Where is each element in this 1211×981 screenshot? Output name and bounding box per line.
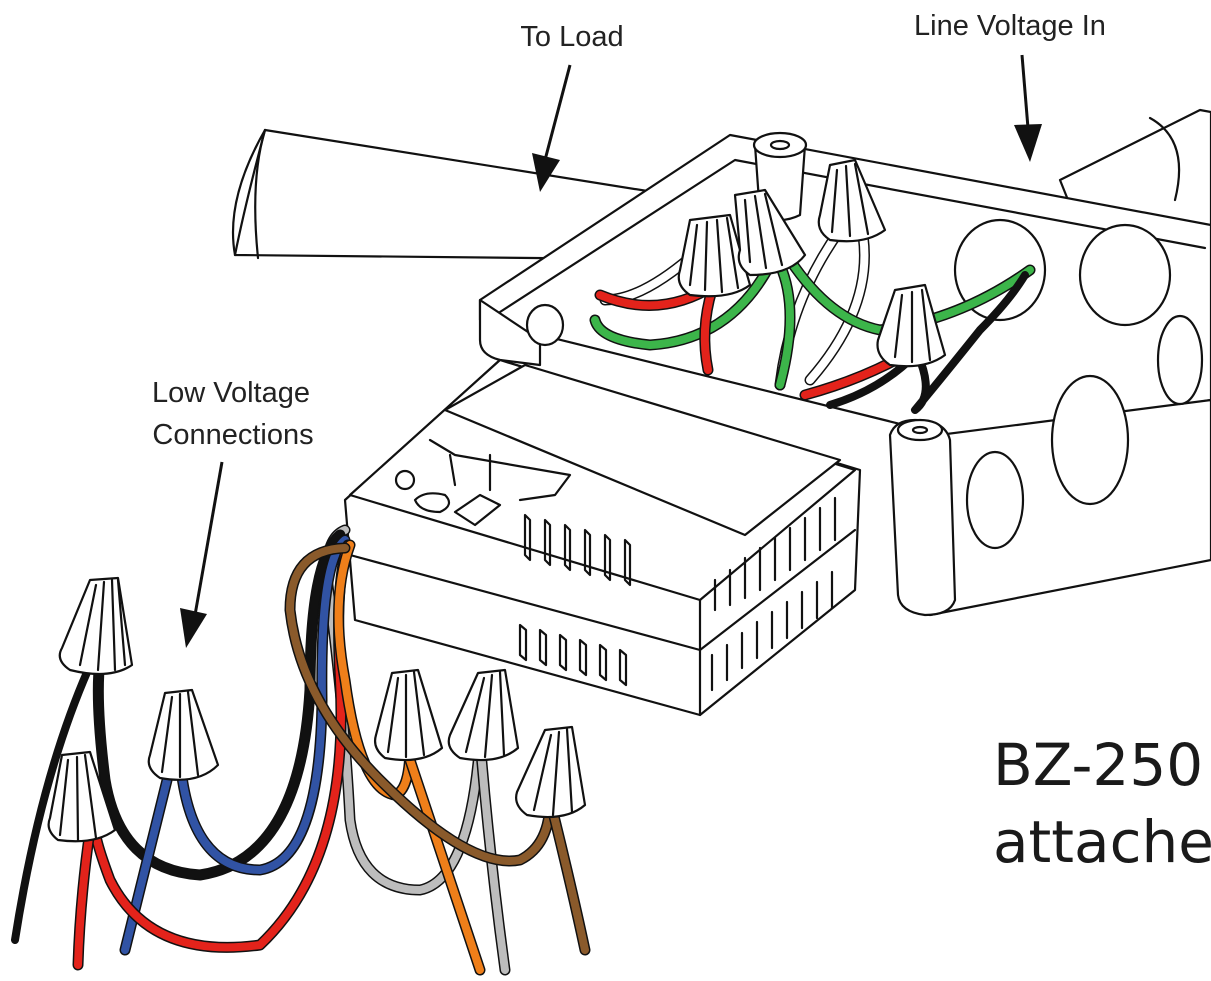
wire-nut	[58, 576, 134, 676]
wire-nut	[515, 725, 587, 819]
knockout	[965, 450, 1025, 550]
line-voltage-in-label: Line Voltage In	[914, 10, 1106, 42]
wire-nut	[447, 668, 520, 762]
wire-nut	[876, 283, 947, 368]
to-load-arrow	[532, 64, 572, 192]
label-plate	[443, 363, 842, 537]
low-voltage-wires	[11, 524, 591, 976]
status-led	[394, 469, 416, 491]
program-button	[413, 492, 451, 514]
wire-nut	[733, 188, 807, 277]
junction-box	[478, 131, 1211, 617]
line-wire-nuts	[677, 158, 947, 368]
line-voltage-wires	[589, 214, 1036, 414]
callout-arrows	[180, 54, 1042, 648]
knockout	[1050, 374, 1130, 506]
low-voltage-label-line1: Low Voltage	[152, 377, 310, 409]
wire-nut	[373, 668, 444, 762]
model-name-line2: attachec	[993, 808, 1211, 876]
knockout	[1156, 314, 1204, 406]
wire-nut	[677, 213, 752, 298]
wire-nut	[47, 750, 117, 843]
model-name-line1: BZ-250	[993, 731, 1203, 799]
low-voltage-label-line2: Connections	[152, 419, 313, 451]
line-voltage-arrow	[1014, 54, 1042, 162]
to-load-label: To Load	[520, 21, 623, 53]
vent-slots	[518, 496, 837, 692]
wire-nut	[817, 158, 887, 243]
wire-nut	[147, 688, 220, 781]
low-voltage-wire-nuts	[47, 576, 587, 843]
low-voltage-arrow	[180, 461, 224, 648]
bz250-module	[343, 358, 862, 717]
dip-switch	[453, 493, 502, 527]
